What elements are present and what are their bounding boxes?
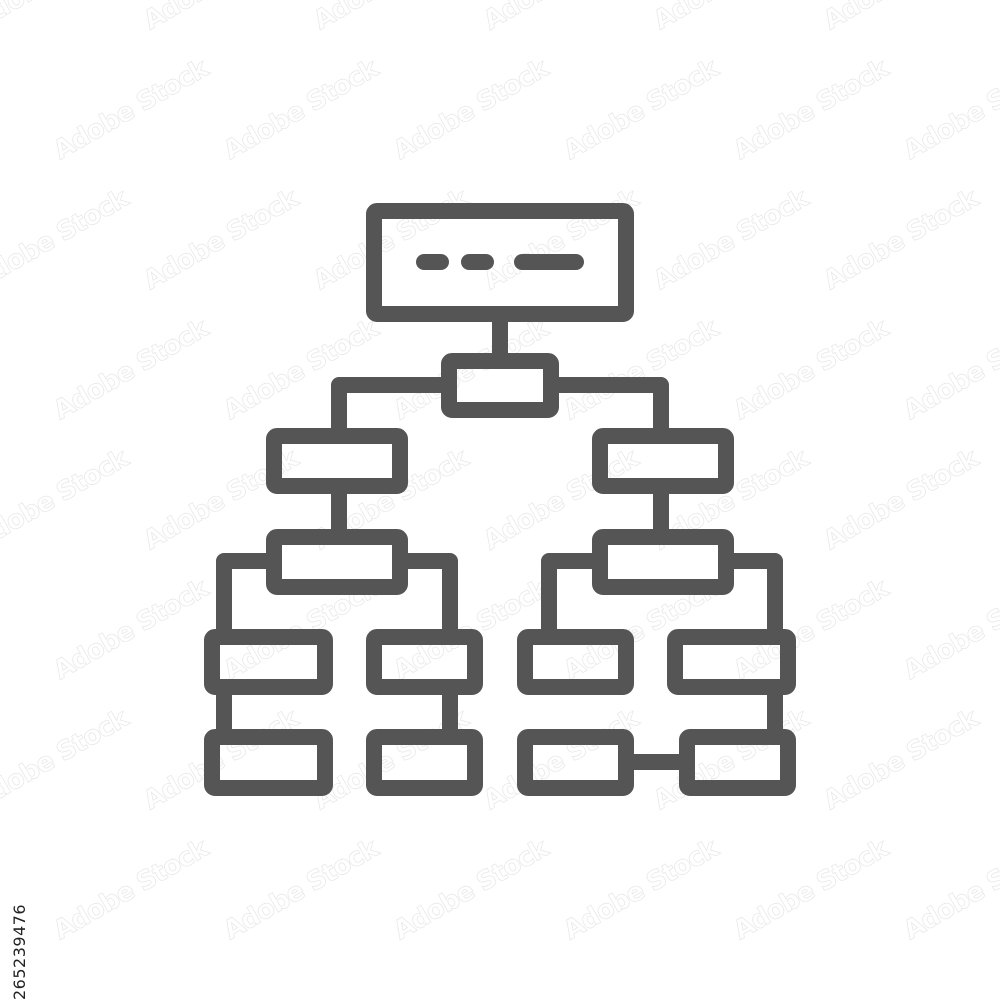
connector-l3-left-in <box>392 553 458 645</box>
connector-center-left <box>331 377 457 444</box>
stock-id-caption: 265239476 <box>10 903 29 1000</box>
level4-box-2 <box>366 629 483 695</box>
level4-box-1 <box>204 629 333 695</box>
level5-box-4 <box>679 729 796 796</box>
connector-l3-left-out <box>216 553 282 645</box>
level4-box-4 <box>667 629 796 695</box>
connector-l3-right-out <box>718 553 783 645</box>
level3-right-box <box>592 529 734 595</box>
level4-box-3 <box>517 629 634 695</box>
center-box <box>441 353 559 418</box>
connector-center-right <box>543 377 669 444</box>
level3-left-box <box>266 529 408 595</box>
connector-l3-right-in <box>541 553 608 645</box>
level5-box-3 <box>517 729 634 796</box>
level5-box-2 <box>366 729 483 796</box>
root-box <box>366 203 634 322</box>
level5-box-1 <box>204 729 333 796</box>
